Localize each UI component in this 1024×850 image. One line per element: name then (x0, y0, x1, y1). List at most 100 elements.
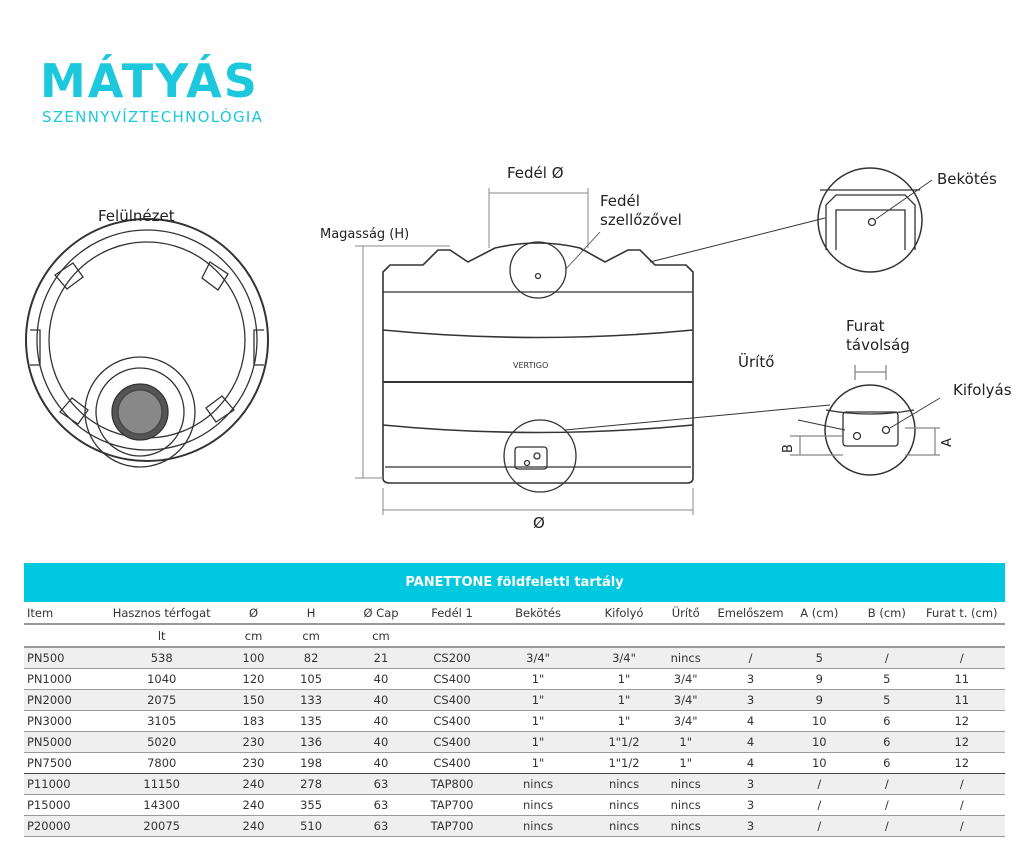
table-cell: Ø (224, 602, 283, 625)
connection-label: Bekötés (937, 170, 997, 188)
table-cell: 20075 (98, 815, 225, 837)
detail-connection (817, 167, 933, 273)
table-cell: 21 (339, 647, 423, 669)
table-cell: 1" (481, 710, 595, 732)
table-cell: 1040 (98, 668, 225, 690)
table-cell: 135 (282, 710, 340, 732)
table-cell: 3/4" (653, 689, 718, 711)
table-cell: Furat t. (cm) (918, 602, 1005, 625)
table-cell: nincs (481, 815, 595, 837)
table-cell: 40 (339, 710, 423, 732)
table-cell: CS400 (422, 752, 482, 774)
table-cell: 2075 (98, 689, 225, 711)
table-cell: 3105 (98, 710, 225, 732)
table-cell: 1" (481, 752, 595, 774)
table-cell: PN3000 (24, 710, 99, 732)
table-cell: 7800 (98, 752, 225, 774)
table-cell: 4 (717, 752, 784, 774)
table-cell: 355 (282, 794, 340, 816)
table-cell: P15000 (24, 794, 99, 816)
table-cell: 63 (339, 794, 423, 816)
table-cell: B (cm) (855, 602, 919, 625)
table-cell: Ø Cap (339, 602, 423, 625)
technical-drawing: VERTIGO (25, 167, 941, 515)
table-cell: / (918, 773, 1005, 795)
table-cell: Hasznos térfogat (98, 602, 225, 625)
table-cell: 1"1/2 (594, 731, 654, 753)
hole-distance-label-1: Furat (846, 317, 885, 335)
table-cell: TAP700 (422, 794, 482, 816)
table-cell: nincs (481, 794, 595, 816)
table-cell: 240 (224, 815, 283, 837)
table-cell: / (855, 647, 919, 669)
table-cell: 240 (224, 794, 283, 816)
table-cell: / (855, 815, 919, 837)
table-cell: 5020 (98, 731, 225, 753)
table-cell: 5 (855, 668, 919, 690)
table-cell: / (783, 815, 856, 837)
table-cell: / (783, 794, 856, 816)
diameter-label: Ø (533, 514, 545, 532)
table-cell: nincs (653, 815, 718, 837)
table-cell: 538 (98, 647, 225, 669)
detail-outlet (790, 365, 941, 476)
table-cell: 183 (224, 710, 283, 732)
table-cell: CS400 (422, 689, 482, 711)
table-cell: 3/4" (594, 647, 654, 669)
table-cell: P11000 (24, 773, 99, 795)
table-cell: CS400 (422, 668, 482, 690)
table-cell: 11 (918, 689, 1005, 711)
table-cell: CS400 (422, 731, 482, 753)
table-cell: nincs (594, 773, 654, 795)
top-view-drawing (25, 218, 269, 468)
table-cell (783, 624, 856, 648)
table-cell: P20000 (24, 815, 99, 837)
table-cell: 133 (282, 689, 340, 711)
table-cell (594, 624, 654, 648)
table-cell: PN1000 (24, 668, 99, 690)
table-cell: 1" (594, 689, 654, 711)
table-cell: 1" (481, 668, 595, 690)
logo: MÁTYÁS (40, 54, 259, 108)
table-cell (422, 624, 482, 648)
table-cell (481, 624, 595, 648)
table-cell: 3/4" (653, 668, 718, 690)
table-cell: 120 (224, 668, 283, 690)
table-cell: 1" (653, 752, 718, 774)
table-cell: Emelőszem (717, 602, 784, 625)
table-cell: 63 (339, 815, 423, 837)
table-cell: 9 (783, 689, 856, 711)
table-cell: cm (224, 624, 283, 648)
table-cell: 14300 (98, 794, 225, 816)
table-cell: nincs (653, 773, 718, 795)
lid-vent-label-2: szellőzővel (600, 211, 682, 229)
table-cell: 1" (653, 731, 718, 753)
table-cell: nincs (653, 794, 718, 816)
table-cell: / (717, 647, 784, 669)
table-cell: 230 (224, 752, 283, 774)
table-cell (653, 624, 718, 648)
table-cell: 136 (282, 731, 340, 753)
table-cell: CS400 (422, 710, 482, 732)
table-cell: 198 (282, 752, 340, 774)
table-cell: 82 (282, 647, 340, 669)
table-cell: 150 (224, 689, 283, 711)
table-cell: / (855, 773, 919, 795)
table-cell: 12 (918, 710, 1005, 732)
table-cell: nincs (653, 647, 718, 669)
outlet-label: Kifolyás (953, 381, 1012, 399)
table-cell (918, 624, 1005, 648)
table-cell: 230 (224, 731, 283, 753)
logo-tagline: SZENNYVÍZTECHNOLÓGIA (42, 108, 264, 126)
table-cell: 278 (282, 773, 340, 795)
table-cell: 3 (717, 794, 784, 816)
